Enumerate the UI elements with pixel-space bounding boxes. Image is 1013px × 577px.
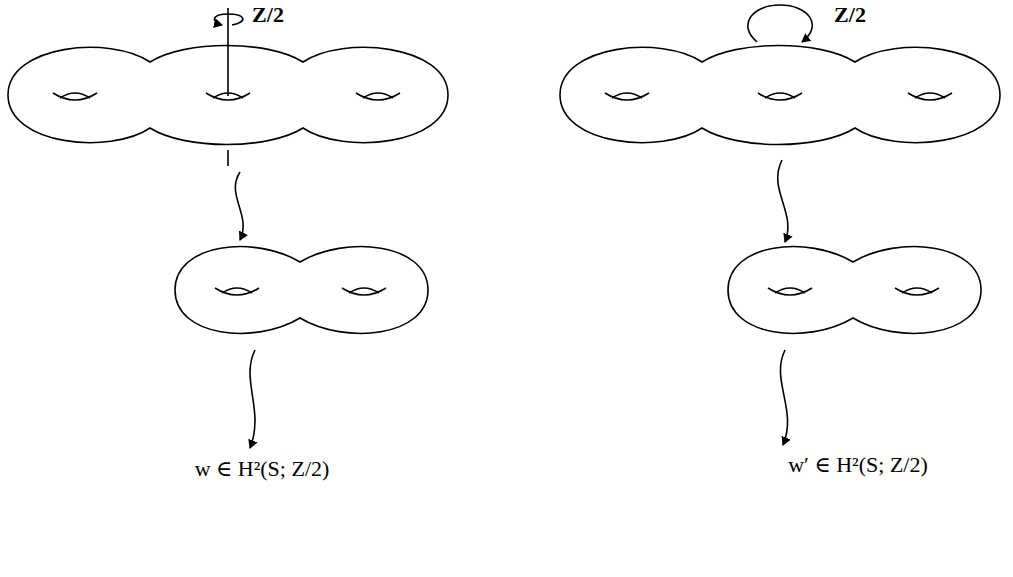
genus-two-surface [728, 247, 981, 334]
map-arrow [250, 350, 255, 448]
rotation-arrow [214, 14, 243, 25]
involution-arrow [748, 5, 812, 42]
class-label: w ∈ H²(S; Z/2) [195, 456, 330, 482]
map-arrow [780, 350, 787, 445]
rotation-axis [227, 150, 229, 166]
genus-three-surface [560, 46, 1000, 145]
class-label: w′ ∈ H²(S; Z/2) [788, 452, 928, 478]
group-label: Z/2 [834, 2, 866, 28]
rotation-axis [227, 8, 229, 96]
map-arrow [778, 160, 788, 242]
group-label: Z/2 [252, 2, 284, 28]
genus-two-surface [175, 247, 428, 334]
map-arrow [235, 172, 243, 240]
